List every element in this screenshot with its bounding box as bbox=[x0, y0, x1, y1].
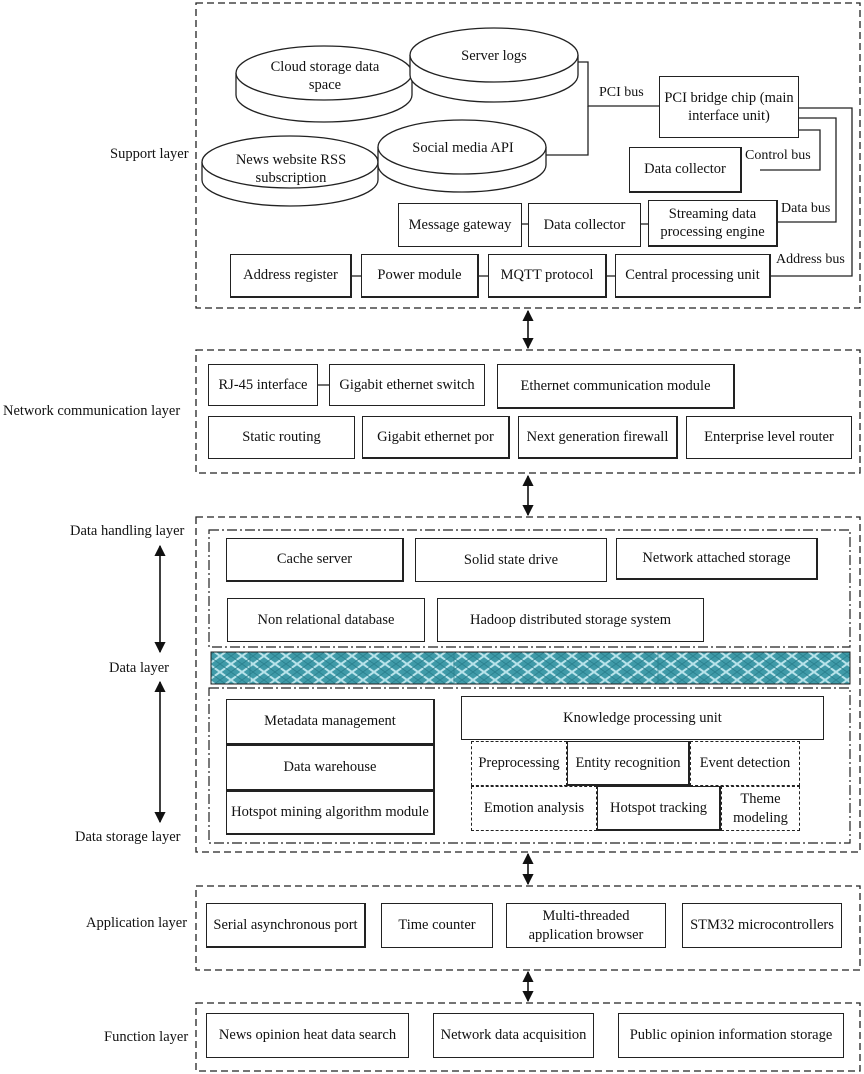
time-counter: Time counter bbox=[381, 903, 493, 948]
server-logs-cylinder bbox=[409, 27, 579, 103]
data-layer-label: Data layer bbox=[109, 660, 169, 676]
message-gateway: Message gateway bbox=[398, 203, 522, 247]
cloud-storage-cylinder bbox=[235, 45, 413, 123]
social-media-label: Social media API bbox=[412, 140, 514, 156]
social-media-cylinder bbox=[377, 119, 547, 193]
network-data-acquisition: Network data acquisition bbox=[433, 1013, 594, 1058]
rj45-interface: RJ-45 interface bbox=[208, 364, 318, 406]
pci-bridge-chip: PCI bridge chip (main interface unit) bbox=[659, 76, 799, 138]
pci-bus-line bbox=[578, 61, 659, 107]
support-layer-label: Support layer bbox=[110, 146, 189, 162]
data-bus-line bbox=[778, 117, 837, 223]
storage-layer-label: Data storage layer bbox=[75, 829, 181, 845]
handling-layer-label: Data handling layer bbox=[70, 523, 185, 539]
cache-server: Cache server bbox=[226, 538, 404, 582]
next-gen-firewall: Next generation firewall bbox=[518, 416, 678, 459]
central-processing-unit: Central processing unit bbox=[615, 254, 771, 298]
function-layer-label: Function layer bbox=[104, 1029, 189, 1045]
ethernet-module: Ethernet communication module bbox=[497, 364, 735, 409]
stm32-microcontrollers: STM32 microcontrollers bbox=[682, 903, 842, 948]
non-relational-database: Non relational database bbox=[227, 598, 425, 642]
gigabit-port: Gigabit ethernet por bbox=[362, 416, 510, 459]
enterprise-router: Enterprise level router bbox=[686, 416, 852, 459]
storage-subframe bbox=[208, 687, 851, 844]
function-layer-frame bbox=[195, 1002, 861, 1072]
event-detection: Event detection bbox=[690, 741, 800, 786]
hotspot-tracking: Hotspot tracking bbox=[597, 786, 721, 831]
theme-modeling: Theme modeling bbox=[721, 786, 800, 831]
data-layer-frame bbox=[195, 516, 861, 853]
news-opinion-search: News opinion heat data search bbox=[206, 1013, 409, 1058]
knowledge-processing-unit: Knowledge processing unit bbox=[461, 696, 824, 740]
hotspot-mining-algorithm: Hotspot mining algorithm module bbox=[226, 791, 435, 835]
gigabit-switch: Gigabit ethernet switch bbox=[329, 364, 485, 406]
network-attached-storage: Network attached storage bbox=[616, 538, 818, 580]
address-register: Address register bbox=[230, 254, 352, 298]
data-collector-top: Data collector bbox=[629, 147, 742, 193]
entity-recognition: Entity recognition bbox=[567, 741, 690, 786]
server-logs-label: Server logs bbox=[461, 48, 527, 64]
address-bus-label: Address bus bbox=[775, 252, 846, 268]
rss-cylinder bbox=[201, 135, 379, 207]
hadoop-storage: Hadoop distributed storage system bbox=[437, 598, 704, 642]
data-collector-mid: Data collector bbox=[528, 203, 641, 247]
static-routing: Static routing bbox=[208, 416, 355, 459]
multithreaded-browser: Multi-threaded application browser bbox=[506, 903, 666, 948]
application-layer-label: Application layer bbox=[86, 915, 188, 931]
streaming-engine: Streaming data processing engine bbox=[648, 200, 778, 247]
solid-state-drive: Solid state drive bbox=[415, 538, 607, 582]
preprocessing: Preprocessing bbox=[471, 741, 567, 786]
pci-bus-label: PCI bus bbox=[598, 85, 645, 101]
network-layer-frame bbox=[195, 349, 861, 474]
control-bus-label: Control bus bbox=[744, 148, 812, 164]
cloud-storage-label: Cloud storage data space bbox=[270, 59, 380, 94]
power-module: Power module bbox=[361, 254, 479, 298]
data-band bbox=[210, 651, 851, 685]
mqtt-protocol: MQTT protocol bbox=[488, 254, 607, 298]
data-warehouse: Data warehouse bbox=[226, 745, 435, 791]
metadata-management: Metadata management bbox=[226, 699, 435, 745]
emotion-analysis: Emotion analysis bbox=[471, 786, 597, 831]
handling-subframe bbox=[208, 529, 851, 648]
public-opinion-storage: Public opinion information storage bbox=[618, 1013, 844, 1058]
rss-label: News website RSS subscription bbox=[235, 152, 347, 187]
control-bus-line bbox=[760, 129, 821, 171]
data-bus-label: Data bus bbox=[780, 201, 832, 217]
application-layer-frame bbox=[195, 885, 861, 971]
network-layer-label: Network communication layer bbox=[3, 403, 181, 419]
serial-async-port: Serial asynchronous port bbox=[206, 903, 366, 948]
support-layer-frame bbox=[195, 2, 861, 309]
address-bus-line bbox=[771, 107, 853, 277]
